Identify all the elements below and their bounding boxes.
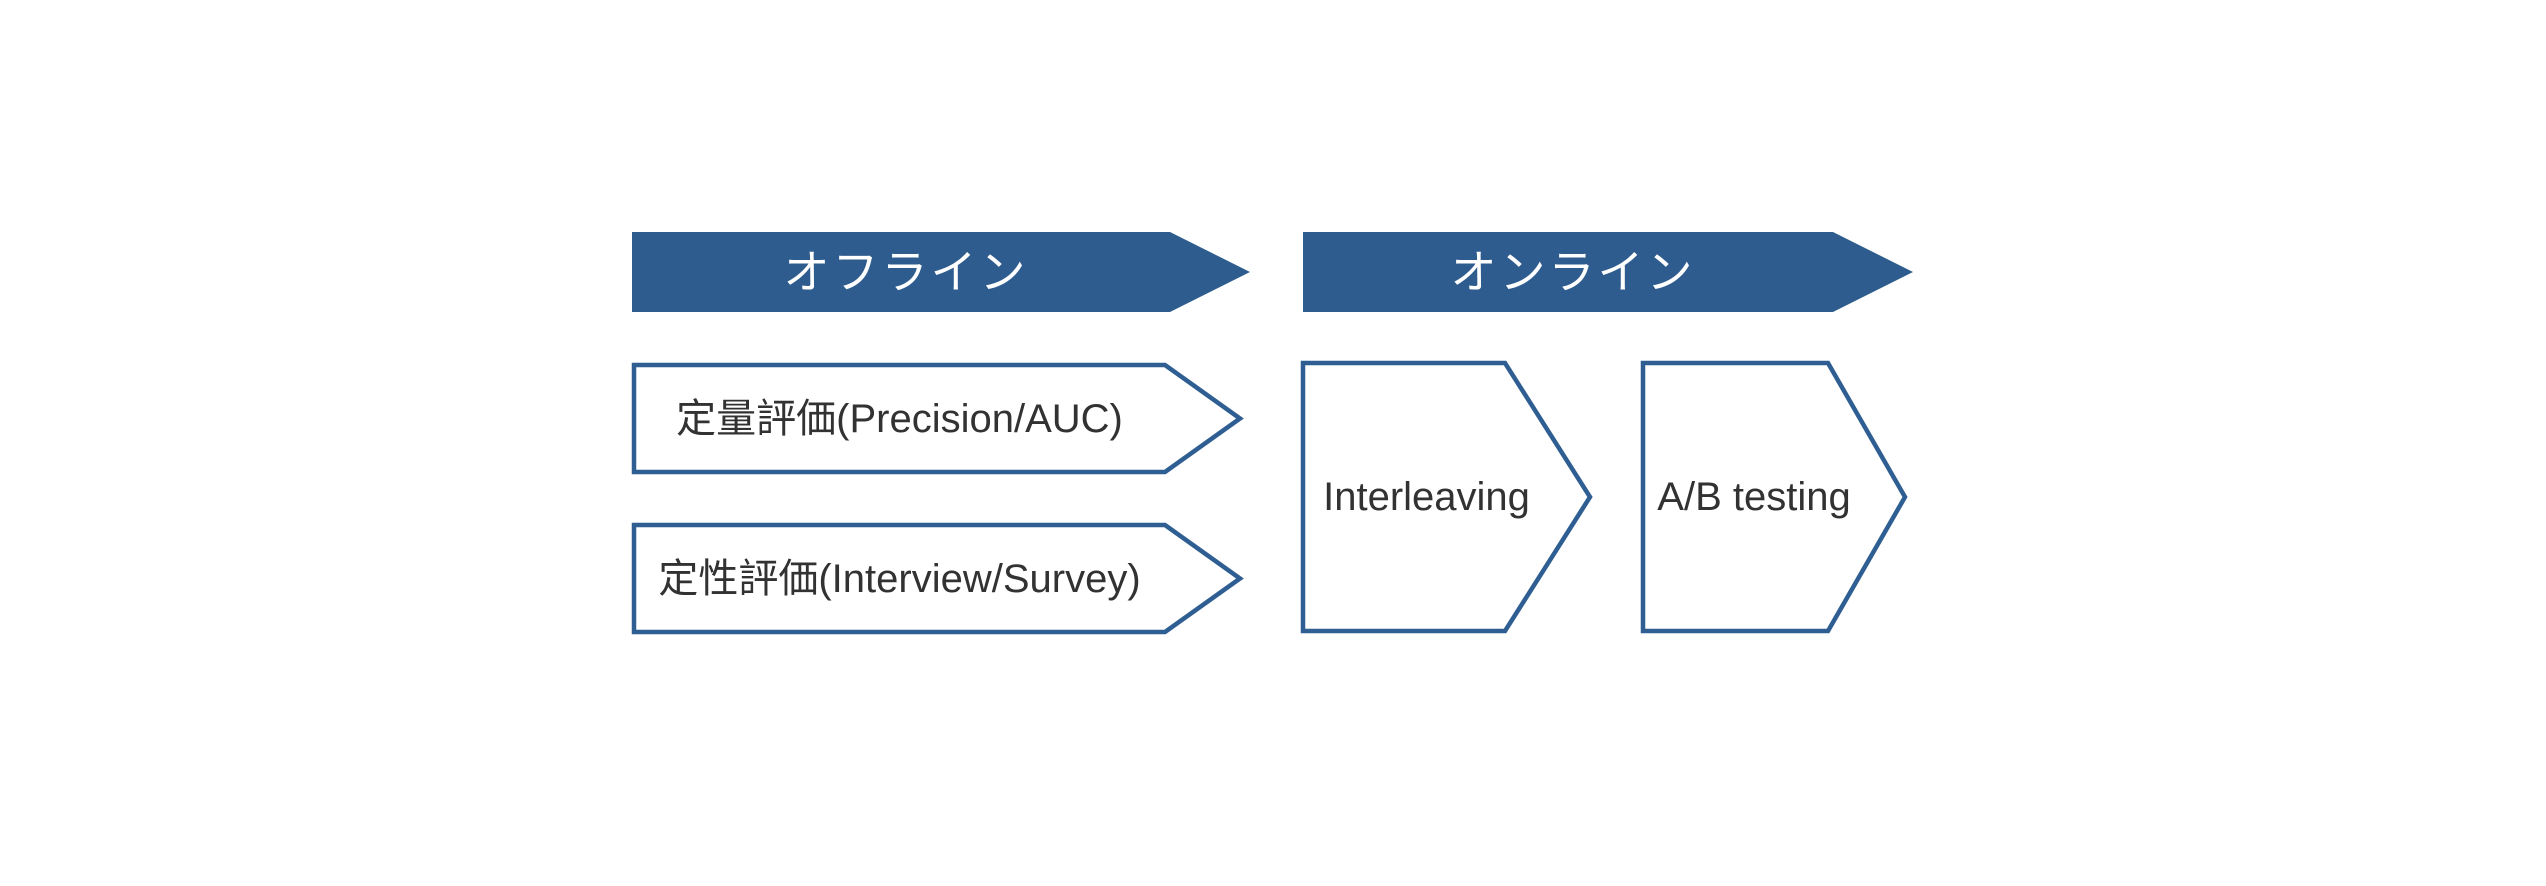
- interleaving-shape: [1300, 360, 1593, 634]
- online-banner-arrow: [1303, 232, 1913, 312]
- quantitative-eval-shape: [631, 362, 1244, 475]
- ab-testing-shape: [1640, 360, 1908, 634]
- offline-banner-arrow: [632, 232, 1250, 312]
- qualitative-eval-shape: [631, 522, 1244, 635]
